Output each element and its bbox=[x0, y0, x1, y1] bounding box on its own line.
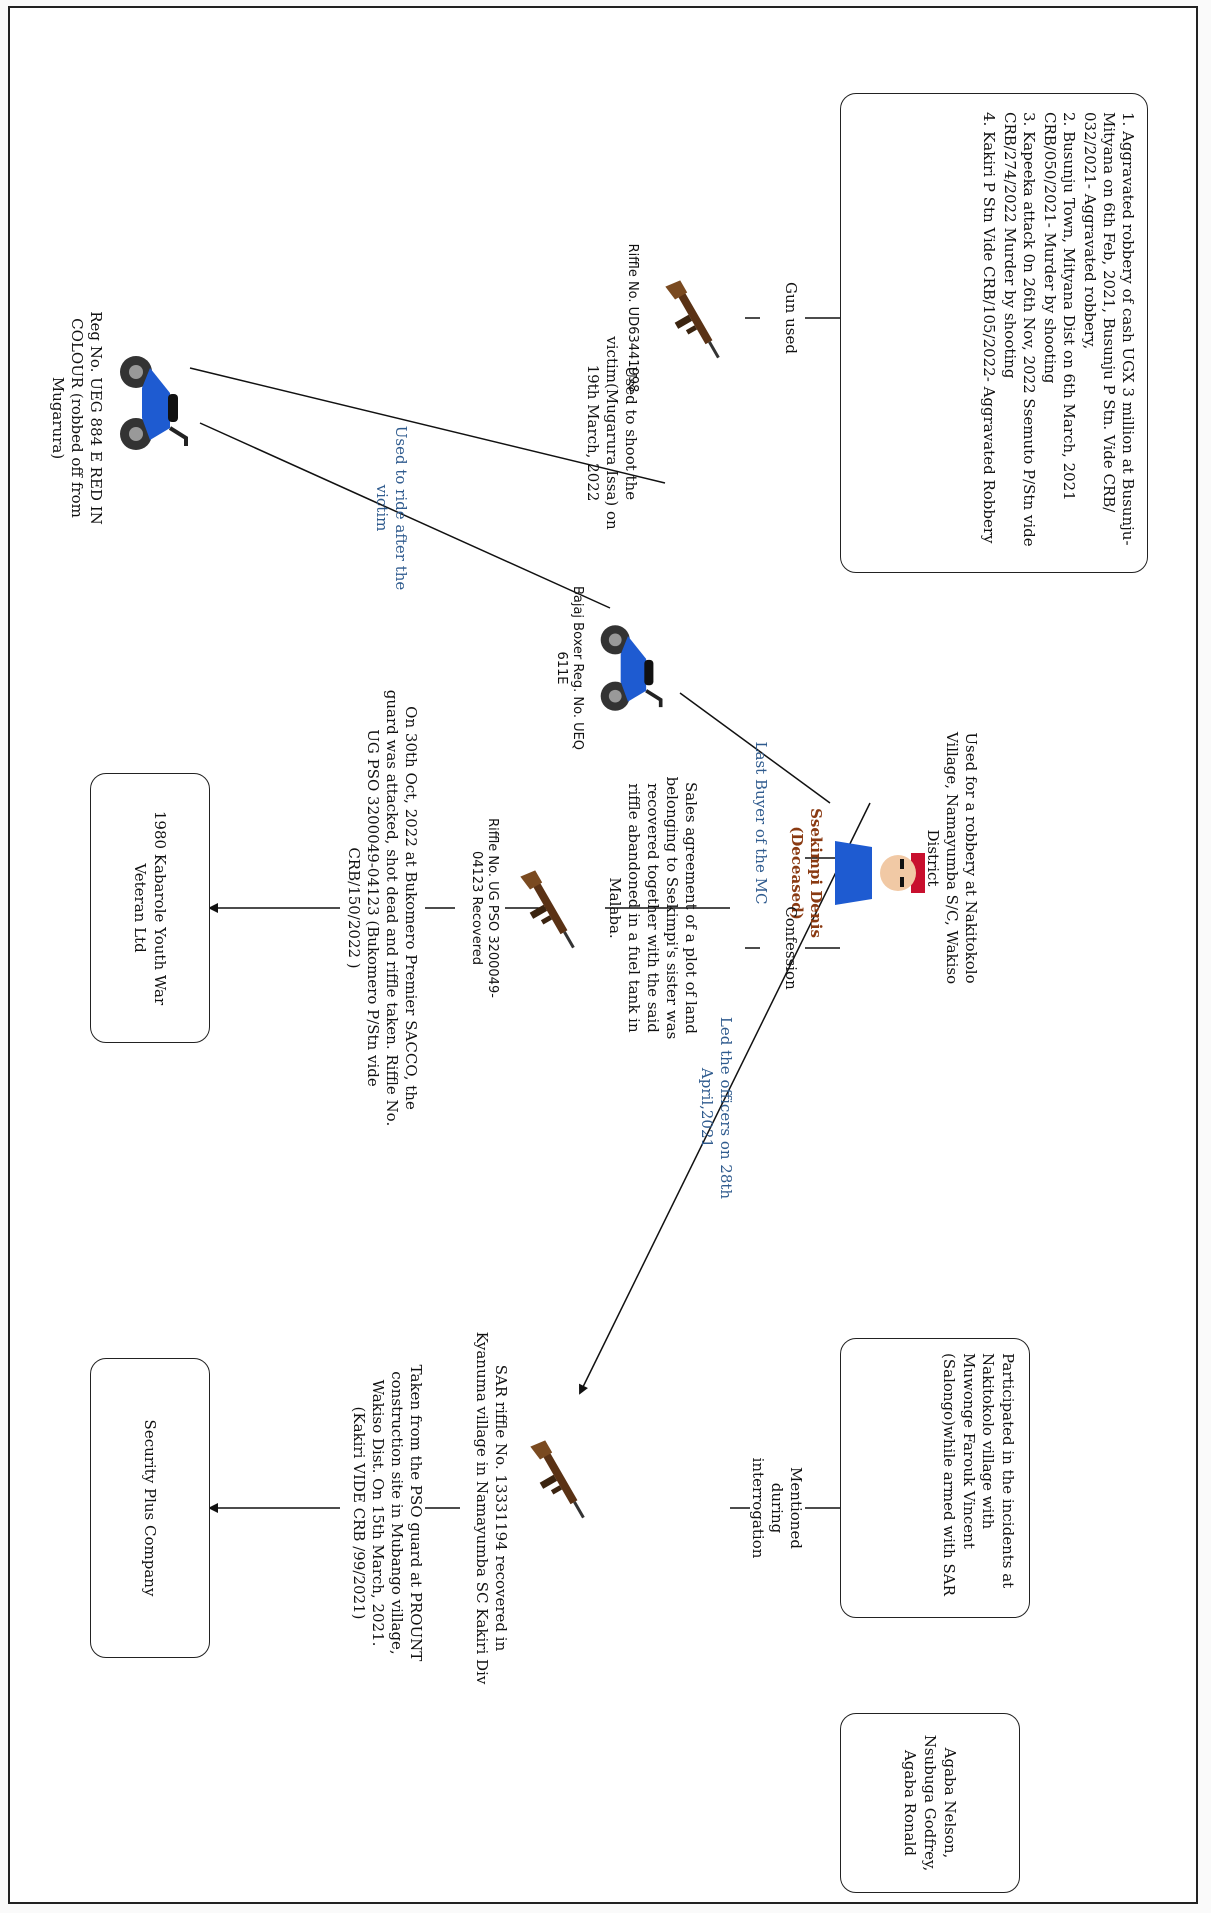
rifle2-note: On 30th Oct, 2022 at Bukomero Premier SA… bbox=[345, 689, 420, 1127]
accomplices-box: Agaba Nelson, Nsubuga Godfrey, Agaba Ron… bbox=[840, 1713, 1020, 1893]
mentioned-label: Mentioned during interrogation bbox=[749, 1457, 805, 1559]
motorcycle2-caption: Bajaj Boxer Reg. No. UEQ 611E bbox=[554, 585, 585, 751]
used-to-ride-label: Used to ride after the victim bbox=[373, 425, 410, 591]
gun-used-label: Gun used bbox=[782, 282, 800, 354]
incidents-text: Participated in the incidents at Nakitok… bbox=[940, 1353, 1018, 1596]
motorcycle1-caption: Reg No. UEG 884 E RED IN COLOUR (robbed … bbox=[49, 311, 105, 525]
confession-label: Confession bbox=[782, 906, 800, 990]
owner1-label: 1980 Kabarole Youth War Veteran Ltd bbox=[131, 810, 169, 1006]
rifle-icon bbox=[645, 268, 745, 368]
used-to-shoot-label: Used to shoot the victim(Mugarura Issa) … bbox=[584, 336, 640, 530]
owner1-box: 1980 Kabarole Youth War Veteran Ltd bbox=[90, 773, 210, 1043]
link-motorcycle2-person bbox=[679, 692, 831, 804]
rifle1-note: Used for a robbery at Nakitokolo Village… bbox=[924, 731, 980, 985]
motorcycle-icon bbox=[590, 618, 675, 718]
person-icon bbox=[830, 823, 930, 923]
accomplices-text: Agaba Nelson, Nsubuga Godfrey, Agaba Ron… bbox=[901, 1734, 959, 1872]
rifle-icon bbox=[500, 858, 600, 958]
owner2-box: Security Plus Company bbox=[90, 1358, 210, 1658]
sales-note: Sales agreement of a plot of land belong… bbox=[606, 776, 700, 1040]
diagram-stage: 1. Aggravated robbery of cash UGX 3 mill… bbox=[20, 28, 1200, 1908]
rifle-icon bbox=[510, 1428, 610, 1528]
crime-item-4: 4. Kakiri P Stn Vide CRB/105/2022- Aggra… bbox=[980, 112, 998, 544]
rifle3-note: Taken from the PSO guard at PROUNT const… bbox=[350, 1364, 425, 1662]
diagram-frame: 1. Aggravated robbery of cash UGX 3 mill… bbox=[8, 6, 1198, 1904]
crime-item-1: 1. Aggravated robbery of cash UGX 3 mill… bbox=[1081, 112, 1137, 546]
link-rifle1-motorcycle1 bbox=[189, 367, 666, 484]
motorcycle-icon bbox=[110, 348, 200, 458]
connector-layer bbox=[189, 317, 871, 1513]
crime-item-2: 2. Busunju Town, Mityana Dist on 6th Mar… bbox=[1041, 112, 1078, 501]
incidents-box: Participated in the incidents at Nakitok… bbox=[840, 1338, 1030, 1618]
link-motorcycle1-motorcycle2 bbox=[199, 422, 611, 609]
rifle3-caption: SAR riffle No. 13331194 recovered in Kya… bbox=[473, 1331, 510, 1685]
owner2-label: Security Plus Company bbox=[141, 1419, 159, 1597]
rifle2-caption: Riffle No. UG PSO 3200049-04123 Recovere… bbox=[469, 818, 500, 998]
last-buyer-label: Last Buyer of the MC bbox=[752, 741, 770, 905]
crime-item-3: 3. Kapeeka attack 0n 26th Nov, 2022 Ssem… bbox=[1001, 112, 1038, 547]
link-person-rifle3 bbox=[579, 802, 871, 1395]
led-officers-label: Led the officers on 28th April,2021 bbox=[698, 1016, 735, 1200]
crimes-box: 1. Aggravated robbery of cash UGX 3 mill… bbox=[840, 93, 1148, 573]
